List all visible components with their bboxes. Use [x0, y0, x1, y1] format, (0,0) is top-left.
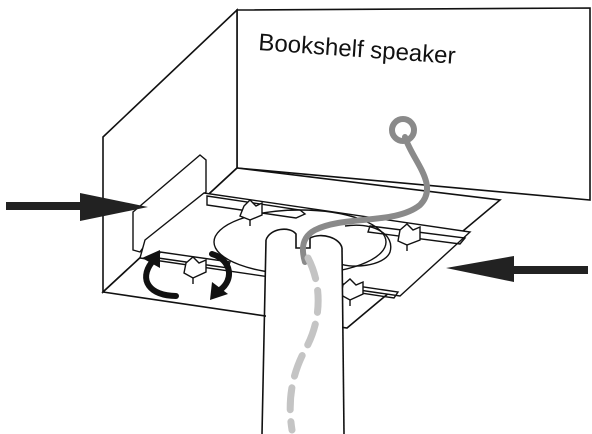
speaker-cable	[299, 134, 430, 265]
ring-terminal-icon	[389, 116, 417, 144]
rotate-arrows-icon	[142, 250, 232, 300]
wing-screw-icon	[183, 256, 207, 284]
speaker-cable-hidden	[286, 254, 322, 434]
wing-screw-icon	[239, 199, 263, 226]
wing-screw-icon	[397, 223, 421, 251]
push-arrow-right-icon	[446, 256, 588, 282]
push-arrow-left-icon	[6, 193, 148, 221]
